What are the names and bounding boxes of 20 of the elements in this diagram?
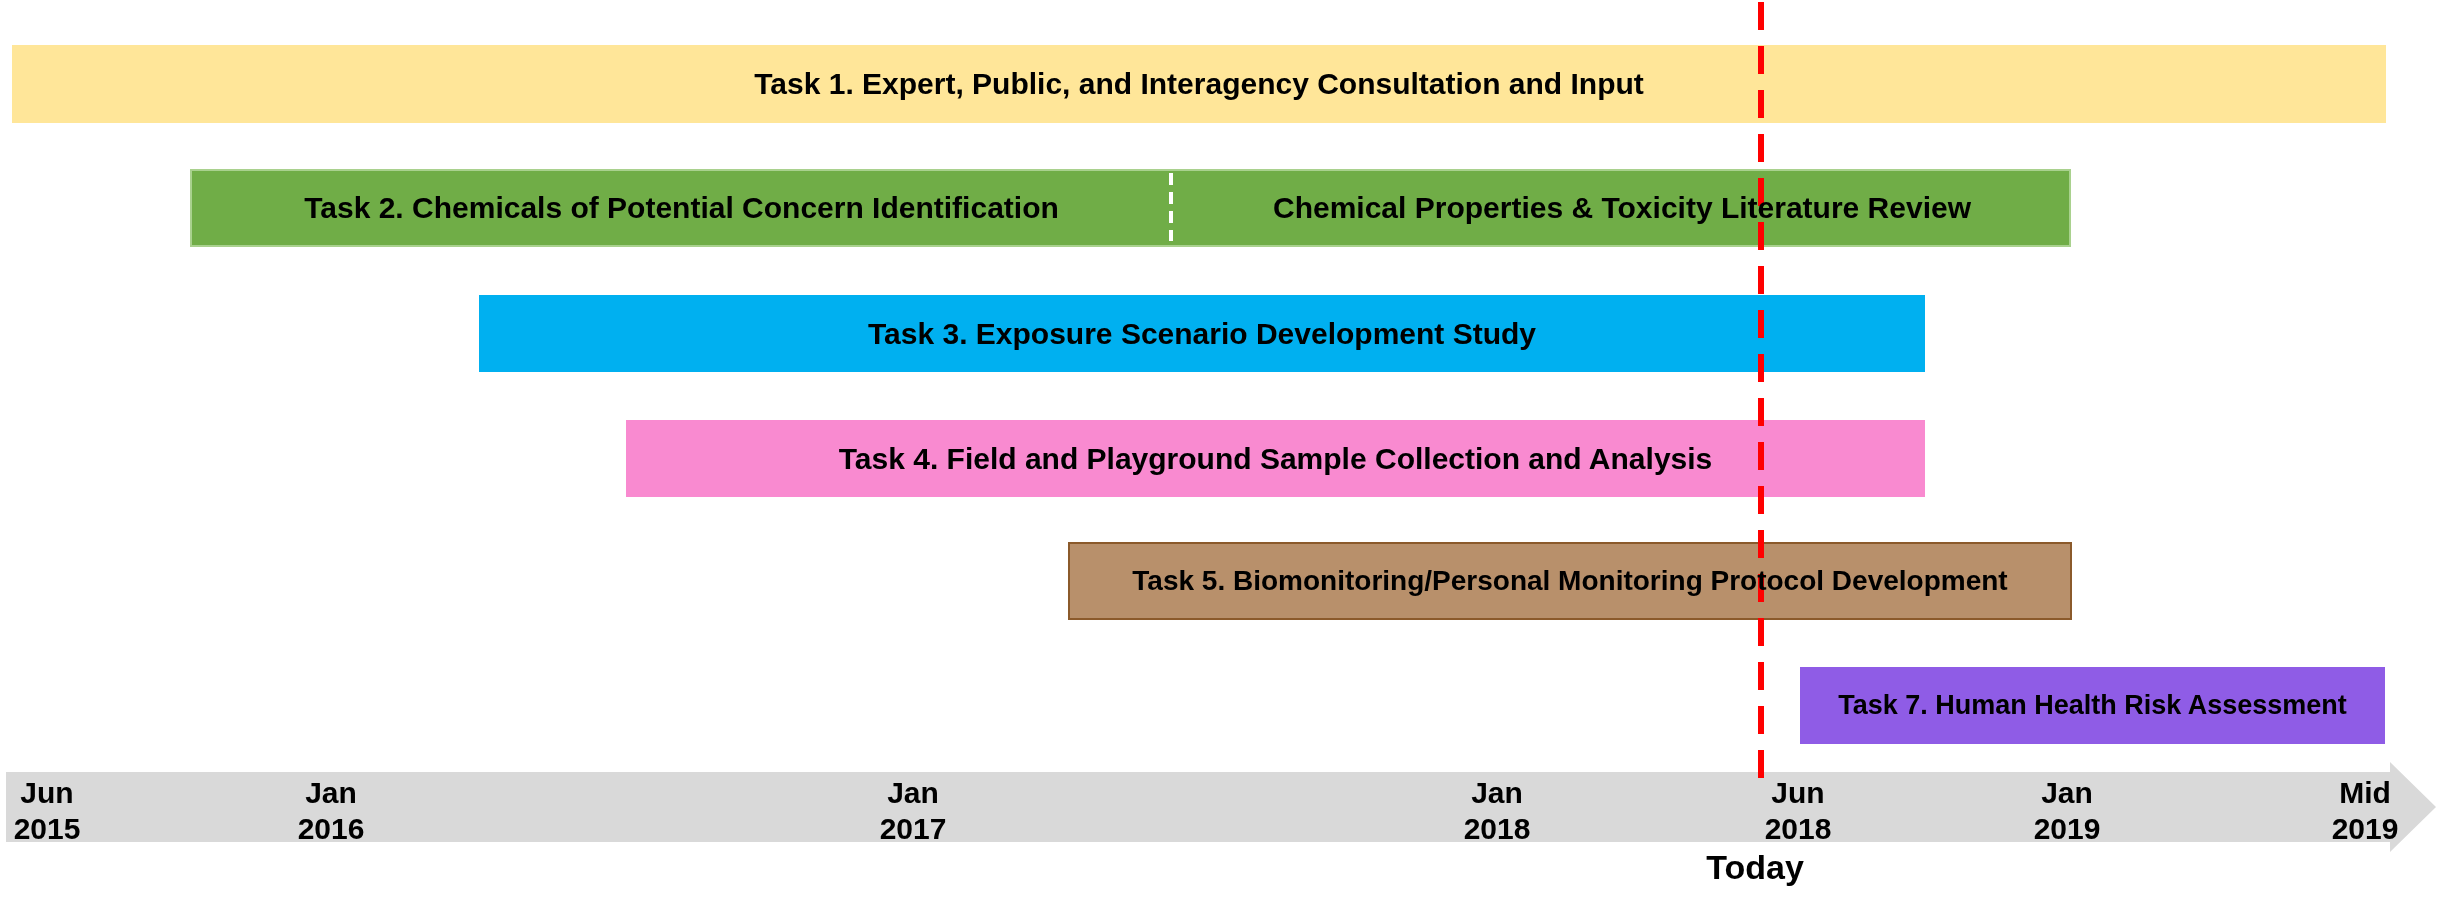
- bar-label: Task 2. Chemicals of Potential Concern Identification: [304, 191, 1059, 225]
- axis-tick-label: Mid 2019: [2330, 775, 2400, 847]
- task-bar: [479, 295, 1925, 372]
- axis-tick-label: Jan 2016: [296, 775, 366, 847]
- task-bar: [190, 169, 2071, 247]
- axis-tick-label: Jun 2018: [1763, 775, 1833, 847]
- task-bar: [1800, 667, 2385, 744]
- bar-label: Task 7. Human Health Risk Assessment: [1838, 690, 2347, 721]
- task-bar: [12, 45, 2386, 123]
- today-label: Today: [1705, 848, 1805, 887]
- bar-label: Task 1. Expert, Public, and Interagency Consultation and Input: [754, 67, 1644, 101]
- axis-tick-label: Jun 2015: [12, 775, 82, 847]
- bar-label: Chemical Properties & Toxicity Literature Review: [1273, 191, 1971, 225]
- axis-tick-label: Jan 2019: [2032, 775, 2102, 847]
- axis-tick-label: Jan 2018: [1462, 775, 1532, 847]
- task-bar: [626, 420, 1925, 497]
- bar-label: Task 4. Field and Playground Sample Collection and Analysis: [838, 441, 1713, 476]
- axis-tick-label: Jan 2017: [878, 775, 948, 847]
- bar-label: Task 3. Exposure Scenario Development Study: [868, 316, 1536, 351]
- task-bar: [1068, 542, 2072, 620]
